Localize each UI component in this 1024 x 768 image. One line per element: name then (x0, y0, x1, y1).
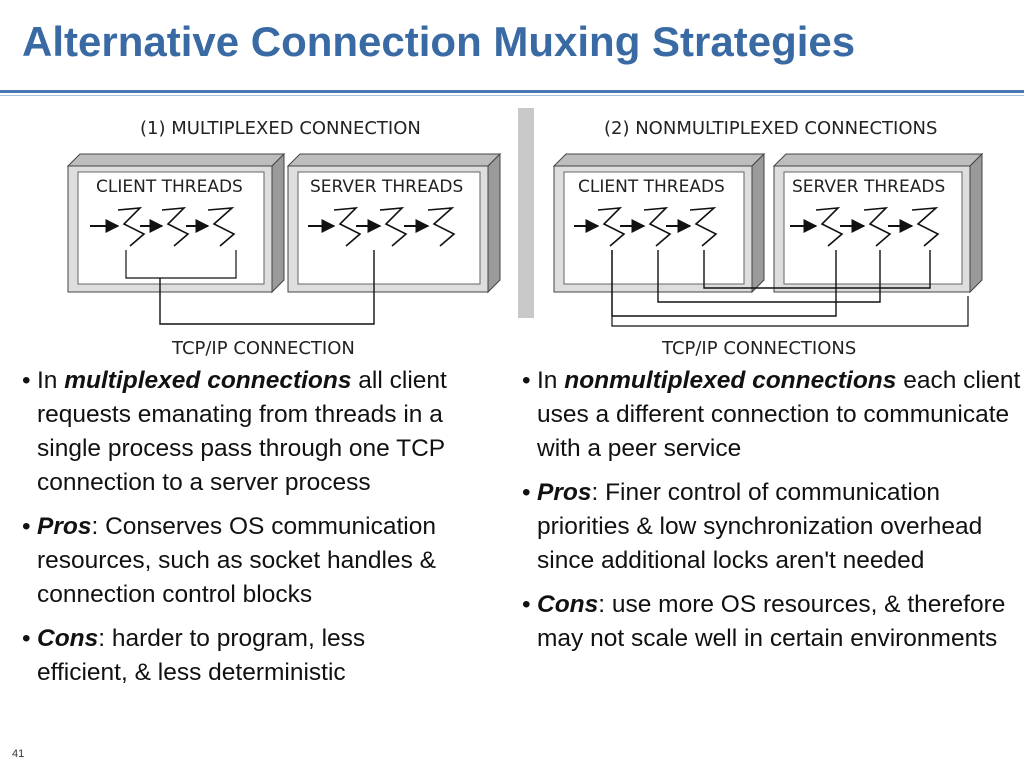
multiplexed-pros-bullet: • Pros: Conserves OS communication resou… (22, 510, 462, 612)
pros-term: Pros (37, 513, 92, 540)
multiplexed-panel: (1) MULTIPLEXED CONNECTION CLIENT THREAD… (66, 118, 502, 359)
left-client-label: CLIENT THREADS (96, 177, 243, 197)
bullet-glyph: • (22, 625, 31, 652)
nonmultiplexed-tcp-lines (611, 250, 969, 327)
bullet-text: each client uses a different connection … (537, 367, 1021, 462)
nonmultiplexed-description: • In nonmultiplexed connections each cli… (522, 364, 1022, 666)
multiplexed-tcp-line (159, 250, 375, 325)
nonmultiplexed-definition-bullet: • In nonmultiplexed connections each cli… (522, 364, 1022, 466)
right-client-box: CLIENT THREADS (552, 152, 766, 294)
bullet-text: all client requests emanating from threa… (37, 367, 447, 496)
multiplexed-cons-bullet: • Cons: harder to program, less efficien… (22, 622, 462, 690)
bullet-glyph: • (22, 513, 31, 540)
bullet-prefix: In (537, 367, 565, 394)
nonmultiplexed-connection-label: TCP/IP CONNECTIONS (661, 338, 856, 359)
bullet-prefix: In (37, 367, 65, 394)
right-client-label: CLIENT THREADS (578, 177, 725, 197)
cons-text: : use more OS resources, & therefore may… (537, 591, 1006, 652)
multiplexed-definition-bullet: • In multiplexed connections all client … (22, 364, 462, 500)
page-number: 41 (12, 748, 25, 760)
diagram-separator (518, 108, 534, 318)
pros-term: Pros (537, 479, 592, 506)
bullet-term: nonmultiplexed connections (564, 367, 897, 394)
cons-term: Cons (537, 591, 599, 618)
bullet-glyph: • (22, 367, 31, 394)
nonmultiplexed-cons-bullet: • Cons: use more OS resources, & therefo… (522, 588, 1022, 656)
left-server-label: SERVER THREADS (310, 177, 463, 197)
title-divider-thin (0, 95, 1024, 96)
nonmultiplexed-caption: (2) NONMULTIPLEXED CONNECTIONS (604, 118, 937, 139)
pros-text: : Finer control of communication priorit… (537, 479, 983, 574)
left-client-box: CLIENT THREADS (66, 152, 286, 294)
slide-title: Alternative Connection Muxing Strategies (22, 18, 856, 65)
right-server-label: SERVER THREADS (792, 177, 945, 197)
bullet-glyph: • (522, 367, 531, 394)
connection-diagram: (1) MULTIPLEXED CONNECTION CLIENT THREAD… (66, 108, 984, 359)
bullet-glyph: • (522, 591, 531, 618)
multiplexed-description: • In multiplexed connections all client … (22, 364, 462, 700)
multiplexed-caption: (1) MULTIPLEXED CONNECTION (140, 118, 421, 139)
nonmultiplexed-pros-bullet: • Pros: Finer control of communication p… (522, 476, 1022, 578)
cons-term: Cons (37, 625, 99, 652)
nonmultiplexed-panel: (2) NONMULTIPLEXED CONNECTIONS CLIENT TH… (552, 118, 984, 359)
multiplexed-connection-label: TCP/IP CONNECTION (171, 338, 355, 359)
pros-text: : Conserves OS communication resources, … (37, 513, 437, 608)
left-server-box: SERVER THREADS (286, 152, 502, 294)
bullet-glyph: • (522, 479, 531, 506)
cons-text: : harder to program, less efficient, & l… (37, 625, 366, 686)
title-divider (0, 90, 1024, 93)
bullet-term: multiplexed connections (64, 367, 352, 394)
right-server-box: SERVER THREADS (772, 152, 984, 294)
